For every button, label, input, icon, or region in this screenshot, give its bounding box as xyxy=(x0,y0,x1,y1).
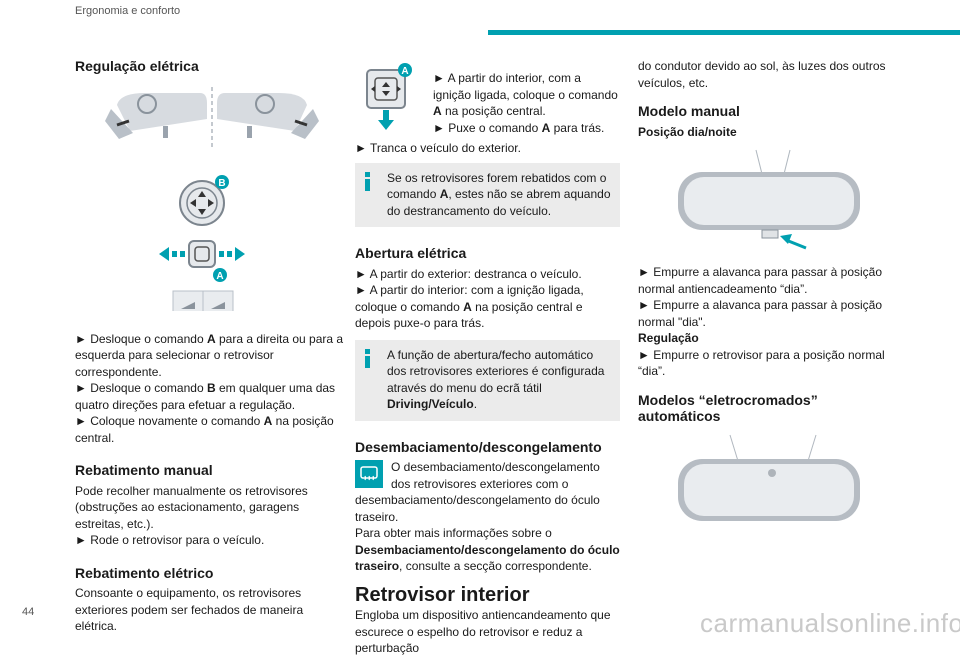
retrovisor-interior-text: Engloba um dispositivo antiencandeamento… xyxy=(355,608,611,655)
abertura-step-2: A partir do interior: com a ignição liga… xyxy=(355,282,620,332)
desembaciamento-text: O desembaciamento/descongelamento dos re… xyxy=(355,460,600,524)
header-accent-bar xyxy=(488,30,960,35)
heading-desembaciamento: Desembaciamento/descongelamento xyxy=(355,438,602,455)
manual-step-3: Empurre o retrovisor para a posição norm… xyxy=(638,347,898,380)
heading-rebatimento-eletrico: Rebatimento elétrico xyxy=(75,564,214,581)
dashboard-left-icon xyxy=(105,92,207,139)
rebatimento-eletrico-text: Consoante o equipamento, os retrovisores… xyxy=(75,586,304,633)
page-number: 44 xyxy=(22,606,35,618)
heading-rebatimento-manual: Rebatimento manual xyxy=(75,462,213,478)
reg-step-2: Desloque o comando B em qualquer uma das… xyxy=(75,380,347,413)
reg-step-1: Desloque o comando A para a direita ou p… xyxy=(75,331,347,381)
column-left: Regulação elétrica B xyxy=(75,58,347,635)
fold-step-3: Tranca o veículo do exterior. xyxy=(355,140,620,157)
retrovisor-interior-continuation: do condutor devido ao sol, às luzes dos … xyxy=(638,59,886,90)
subheading-dia-noite: Posição dia/noite xyxy=(638,124,737,139)
heading-abertura-eletrica: Abertura elétrica xyxy=(355,245,467,261)
manual-step-1: Empurre a alavanca para passar à posição… xyxy=(638,264,898,297)
info-note-fold: Se os retrovisores forem rebatidos com o… xyxy=(355,162,620,227)
manual-step-2: Empurre a alavanca para passar à posição… xyxy=(638,297,898,330)
electrochromic-mirror-illustration xyxy=(678,434,860,521)
mirror-adjust-illustration: B A xyxy=(105,86,319,311)
info-icon xyxy=(365,348,370,368)
column-right: do condutor devido ao sol, às luzes dos … xyxy=(638,58,898,541)
rebatimento-manual-text: Pode recolher manualmente os retrovisore… xyxy=(75,483,308,531)
watermark: carmanualsonline.info xyxy=(700,608,960,638)
control-joystick-icon: B A xyxy=(159,174,245,311)
rear-defrost-icon xyxy=(355,460,383,488)
heading-modelos-eletrocromados: Modelos “eletrocromados” automáticos xyxy=(638,391,818,425)
heading-modelo-manual: Modelo manual xyxy=(638,103,740,119)
info-icon xyxy=(365,171,370,191)
subheading-regulacao: Regulação xyxy=(638,331,699,345)
column-middle: A A partir do interior, com a ignição li… xyxy=(355,58,620,657)
fold-step-2: Puxe o comando A para trás. xyxy=(433,120,620,137)
svg-text:B: B xyxy=(218,178,225,189)
desembaciamento-ref: Para obter mais informações sobre o Dese… xyxy=(355,526,620,573)
reg-step-3: Coloque novamente o comando A na posição… xyxy=(75,413,347,446)
rebatimento-manual-step: Rode o retrovisor para o veículo. xyxy=(75,532,347,549)
header-section-title: Ergonomia e conforto xyxy=(75,5,181,17)
abertura-step-1: A partir do exterior: destranca o veícul… xyxy=(355,266,620,283)
fold-control-illustration: A xyxy=(366,63,412,130)
svg-text:A: A xyxy=(401,66,408,77)
svg-text:A: A xyxy=(216,271,223,282)
heading-retrovisor-interior: Retrovisor interior xyxy=(355,583,530,606)
manual-mirror-illustration xyxy=(678,149,860,250)
dashboard-right-icon xyxy=(217,92,319,139)
heading-regulacao-eletrica: Regulação elétrica xyxy=(75,58,199,74)
info-note-abertura: A função de abertura/fecho automático do… xyxy=(355,339,620,421)
fold-step-1: A partir do interior, com a ignição liga… xyxy=(433,70,620,120)
